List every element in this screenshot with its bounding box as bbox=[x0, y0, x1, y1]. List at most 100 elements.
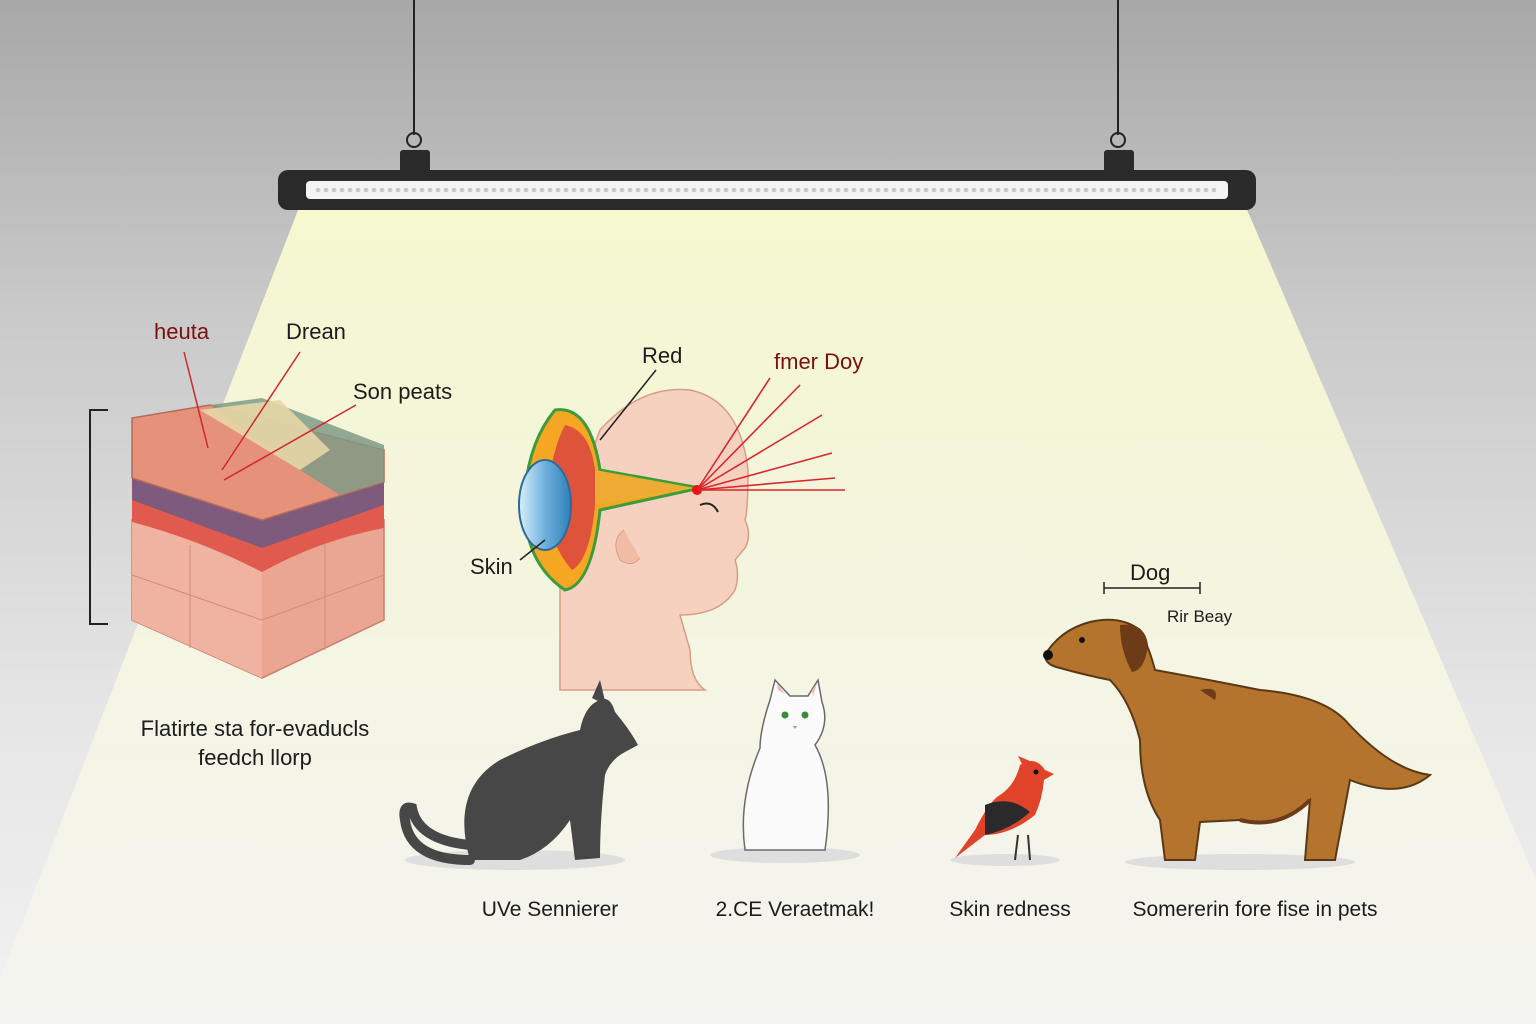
led-dot bbox=[1195, 187, 1201, 193]
led-dot bbox=[323, 187, 329, 193]
led-dot bbox=[995, 187, 1001, 193]
led-dot bbox=[547, 187, 553, 193]
led-dot bbox=[451, 187, 457, 193]
led-dot bbox=[459, 187, 465, 193]
led-dot bbox=[987, 187, 993, 193]
red-ray bbox=[696, 452, 833, 491]
led-dot bbox=[1043, 187, 1049, 193]
led-dot bbox=[435, 187, 441, 193]
led-dot bbox=[667, 187, 673, 193]
led-dot bbox=[1211, 187, 1217, 193]
led-dot bbox=[443, 187, 449, 193]
led-dot bbox=[531, 187, 537, 193]
led-dot bbox=[515, 187, 521, 193]
led-dot bbox=[483, 187, 489, 193]
led-dot bbox=[979, 187, 985, 193]
led-dot bbox=[859, 187, 865, 193]
led-dot bbox=[659, 187, 665, 193]
led-dot bbox=[907, 187, 913, 193]
red-ray bbox=[696, 377, 771, 491]
led-dot bbox=[715, 187, 721, 193]
led-dot bbox=[627, 187, 633, 193]
led-dot bbox=[779, 187, 785, 193]
led-dot bbox=[355, 187, 361, 193]
led-dot bbox=[755, 187, 761, 193]
caption-bird: Skin redness bbox=[949, 898, 1071, 921]
led-dot bbox=[387, 187, 393, 193]
led-dot bbox=[1139, 187, 1145, 193]
led-dot bbox=[1075, 187, 1081, 193]
led-dot bbox=[939, 187, 945, 193]
led-dot bbox=[971, 187, 977, 193]
led-dot bbox=[1091, 187, 1097, 193]
led-dot bbox=[683, 187, 689, 193]
light-beam bbox=[0, 205, 1536, 1024]
led-dot bbox=[467, 187, 473, 193]
led-dot bbox=[1099, 187, 1105, 193]
led-dot bbox=[419, 187, 425, 193]
led-dot bbox=[739, 187, 745, 193]
led-dot bbox=[523, 187, 529, 193]
red-ray bbox=[696, 384, 801, 491]
led-dot bbox=[1171, 187, 1177, 193]
led-dot bbox=[427, 187, 433, 193]
led-dot bbox=[1163, 187, 1169, 193]
skin-label-top-left: heuta bbox=[154, 319, 210, 344]
led-dot bbox=[787, 187, 793, 193]
led-dot bbox=[651, 187, 657, 193]
led-dot bbox=[611, 187, 617, 193]
dog-panel-title: Dog bbox=[1130, 560, 1171, 585]
led-dot bbox=[379, 187, 385, 193]
led-dot bbox=[827, 187, 833, 193]
human-head-icon bbox=[518, 388, 750, 691]
led-dot bbox=[883, 187, 889, 193]
led-dot bbox=[1083, 187, 1089, 193]
led-dot bbox=[563, 187, 569, 193]
led-dot bbox=[555, 187, 561, 193]
dog-icon bbox=[1043, 618, 1433, 870]
led-dot bbox=[803, 187, 809, 193]
led-dot bbox=[867, 187, 873, 193]
led-dot bbox=[891, 187, 897, 193]
led-dot bbox=[915, 187, 921, 193]
led-dot bbox=[811, 187, 817, 193]
led-dot bbox=[747, 187, 753, 193]
led-dot bbox=[1115, 187, 1121, 193]
led-dot bbox=[1003, 187, 1009, 193]
led-dot bbox=[1179, 187, 1185, 193]
led-dot bbox=[371, 187, 377, 193]
led-dot bbox=[603, 187, 609, 193]
caption-dog: Somererin fore fise in pets bbox=[1132, 898, 1378, 921]
led-dot bbox=[1051, 187, 1057, 193]
led-dot bbox=[635, 187, 641, 193]
red-bird-icon bbox=[950, 756, 1060, 866]
led-dot bbox=[347, 187, 353, 193]
led-dot bbox=[707, 187, 713, 193]
led-dot bbox=[1131, 187, 1137, 193]
dog-panel-subtitle: Rir Beay bbox=[1167, 607, 1233, 626]
skin-caption-line1: Flatirte sta for-evaducls bbox=[140, 716, 370, 741]
led-dot bbox=[699, 187, 705, 193]
led-dot bbox=[539, 187, 545, 193]
led-dot bbox=[1019, 187, 1025, 193]
led-dot bbox=[875, 187, 881, 193]
led-dot bbox=[795, 187, 801, 193]
led-dot bbox=[963, 187, 969, 193]
led-dot bbox=[587, 187, 593, 193]
led-dot bbox=[1035, 187, 1041, 193]
red-ray bbox=[696, 414, 823, 491]
red-rays bbox=[696, 377, 845, 491]
led-dot bbox=[499, 187, 505, 193]
led-dot bbox=[675, 187, 681, 193]
head-label-top: Red bbox=[642, 343, 683, 368]
led-dot bbox=[643, 187, 649, 193]
led-dot bbox=[843, 187, 849, 193]
led-dot bbox=[339, 187, 345, 193]
led-dot bbox=[331, 187, 337, 193]
led-dot bbox=[771, 187, 777, 193]
led-dot bbox=[1155, 187, 1161, 193]
head-label-rays: fmer Doy bbox=[774, 349, 864, 374]
red-ray bbox=[696, 477, 836, 491]
led-dot bbox=[899, 187, 905, 193]
